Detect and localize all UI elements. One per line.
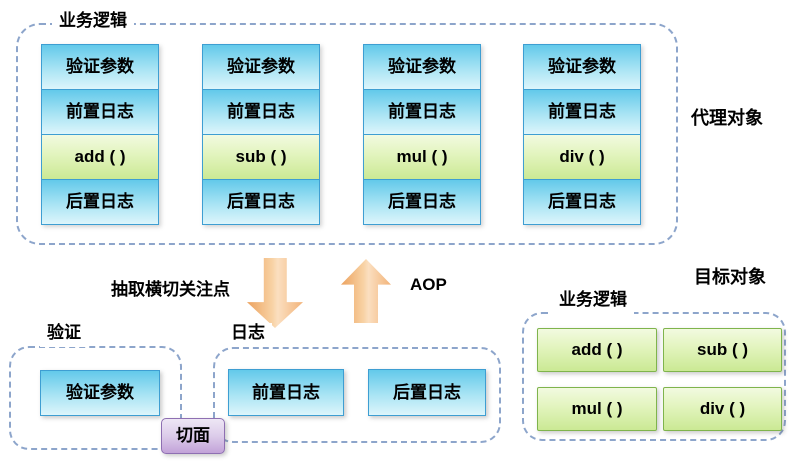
div-method-box: div ( )	[663, 387, 782, 431]
stack-cell-pre-log: 前置日志	[523, 89, 641, 135]
validate-params-box: 验证参数	[40, 370, 160, 416]
proxy-stack-add: 验证参数 前置日志 add ( ) 后置日志	[41, 44, 159, 225]
add-method-box: add ( )	[537, 328, 657, 372]
proxy-group-container	[16, 23, 678, 245]
aspect-badge: 切面	[161, 418, 225, 454]
aop-label: AOP	[410, 275, 447, 294]
extract-down-arrow-icon	[247, 258, 303, 328]
stack-cell-validate-params: 验证参数	[363, 44, 481, 90]
log-label: 日志	[224, 323, 272, 347]
post-log-box: 后置日志	[368, 369, 486, 416]
pre-log-box: 前置日志	[228, 369, 344, 416]
log-group-container	[213, 347, 501, 443]
sub-method-box: sub ( )	[663, 328, 782, 372]
stack-cell-validate-params: 验证参数	[41, 44, 159, 90]
stack-cell-div-method: div ( )	[523, 134, 641, 180]
validation-group-container	[9, 346, 182, 450]
stack-cell-pre-log: 前置日志	[363, 89, 481, 135]
extract-crosscut-label: 抽取横切关注点	[111, 280, 230, 299]
stack-cell-post-log: 后置日志	[41, 179, 159, 225]
stack-cell-pre-log: 前置日志	[202, 89, 320, 135]
aop-up-arrow-icon	[341, 259, 391, 323]
target-business-logic-label: 业务逻辑	[552, 290, 634, 314]
validation-label: 验证	[40, 323, 88, 347]
mul-method-box: mul ( )	[537, 387, 657, 431]
target-group-container	[522, 312, 786, 441]
stack-cell-sub-method: sub ( )	[202, 134, 320, 180]
target-object-label: 目标对象	[694, 267, 766, 287]
stack-cell-post-log: 后置日志	[202, 179, 320, 225]
stack-cell-post-log: 后置日志	[363, 179, 481, 225]
proxy-stack-mul: 验证参数 前置日志 mul ( ) 后置日志	[363, 44, 481, 225]
stack-cell-mul-method: mul ( )	[363, 134, 481, 180]
stack-cell-validate-params: 验证参数	[202, 44, 320, 90]
stack-cell-post-log: 后置日志	[523, 179, 641, 225]
stack-cell-add-method: add ( )	[41, 134, 159, 180]
proxy-stack-sub: 验证参数 前置日志 sub ( ) 后置日志	[202, 44, 320, 225]
stack-cell-validate-params: 验证参数	[523, 44, 641, 90]
proxy-business-logic-label: 业务逻辑	[52, 11, 134, 35]
proxy-object-label: 代理对象	[691, 108, 763, 128]
stack-cell-pre-log: 前置日志	[41, 89, 159, 135]
proxy-stack-div: 验证参数 前置日志 div ( ) 后置日志	[523, 44, 641, 225]
